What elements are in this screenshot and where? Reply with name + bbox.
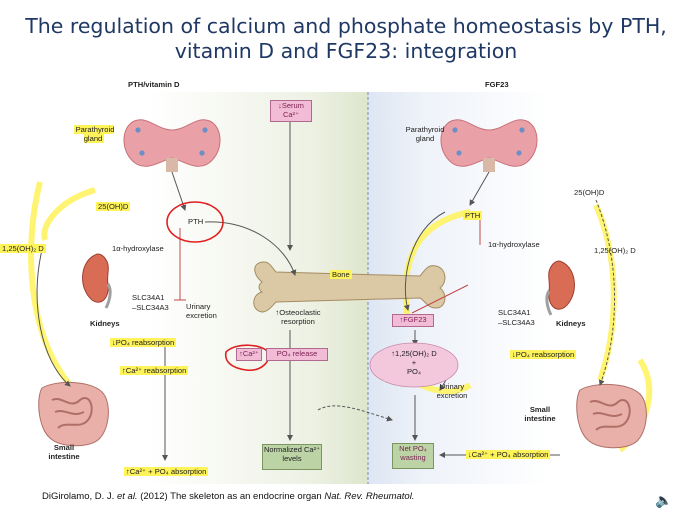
label-urinary-right: Urinary excretion	[436, 382, 468, 400]
label-125ohd-right: 1,25(OH)₂ D	[594, 246, 636, 255]
net-po4-box: Net PO₄ wasting	[392, 443, 434, 469]
label-po4-reabs-right: ↓PO₄ reabsorption	[510, 350, 577, 359]
label-absorption-right: ↓Ca²⁺ + PO₄ absorption	[466, 450, 551, 459]
label-slc-right-1: SLC34A1	[498, 308, 531, 317]
label-hydroxylase-left: 1α-hydroxylase	[112, 244, 164, 253]
title-line-1: The regulation of calcium and phosphate …	[25, 14, 667, 38]
label-pth-left: PTH	[188, 217, 204, 226]
bone-shape	[253, 261, 446, 313]
label-slc-left-2: –SLC34A3	[132, 303, 169, 312]
vit-d-box-line-3: PO₄	[406, 367, 422, 376]
panel-left-header: PTH/vitamin D	[128, 80, 180, 89]
label-small-intestine-left: Small intestine	[48, 443, 80, 461]
citation-authors: DiGirolamo, D. J.	[42, 491, 117, 502]
citation: DiGirolamo, D. J. et al. (2012) The skel…	[42, 491, 414, 502]
vit-d-oval	[369, 342, 459, 388]
label-parathyroid-right: Parathyroid gland	[405, 125, 445, 143]
small-intestine-right	[576, 383, 647, 449]
po4-release-box: PO₄ release	[266, 348, 328, 361]
label-bone: Bone	[330, 270, 352, 279]
vit-d-box-line-1: ↑1,25(OH)₂ D	[391, 349, 437, 358]
speaker-icon[interactable]: 🔈	[655, 492, 673, 508]
label-po4-reabs-left: ↓PO₄ reabsorption	[110, 338, 177, 347]
label-small-intestine-right: Small intestine	[524, 405, 556, 423]
label-urinary-left: Urinary excretion	[186, 302, 217, 320]
fgf23-box: ↑FGF23	[392, 314, 434, 327]
kidney-left	[82, 253, 112, 309]
label-125ohd-left: 1,25(OH)₂ D	[0, 244, 46, 253]
label-kidneys-left: Kidneys	[90, 319, 120, 328]
citation-journal: Nat. Rev. Rheumatol.	[324, 491, 415, 502]
label-25ohd-left: 25(OH)D	[96, 202, 131, 211]
red-annotations	[166, 201, 270, 371]
label-osteoclastic: ↑Osteoclastic resorption	[275, 308, 321, 326]
parathyroid-gland-right	[440, 119, 538, 172]
label-absorption-left: ↑Ca²⁺ + PO₄ absorption	[124, 467, 209, 476]
serum-ca-box: ↓Serum Ca²⁺	[270, 100, 312, 122]
parathyroid-gland-left	[123, 119, 221, 172]
label-slc-left-1: SLC34A1	[132, 293, 165, 302]
label-hydroxylase-right: 1α-hydroxylase	[488, 240, 540, 249]
slide-title: The regulation of calcium and phosphate …	[0, 14, 692, 64]
small-intestine-left	[38, 381, 109, 447]
ca-up-box: ↑Ca²⁺	[236, 348, 262, 361]
label-kidneys-right: Kidneys	[556, 319, 586, 328]
citation-middle: (2012) The skeleton as an endocrine orga…	[137, 491, 325, 502]
label-pth-right: PTH	[463, 211, 483, 220]
title-line-2: vitamin D and FGF23: integration	[174, 39, 518, 63]
kidney-right	[545, 260, 575, 316]
panel-right-header: FGF23	[485, 80, 509, 89]
label-25ohd-right: 25(OH)D	[574, 188, 605, 197]
label-slc-right-2: –SLC34A3	[498, 318, 535, 327]
label-vit-d-box: ↑1,25(OH)₂ D + PO₄	[380, 349, 448, 376]
label-ca-reabs: ↑Ca²⁺ reabsorption	[120, 366, 189, 375]
normalized-ca-box: Normalized Ca²⁺ levels	[262, 444, 322, 470]
vit-d-box-line-2: +	[411, 358, 417, 367]
label-parathyroid-left: Parathyroid gland	[73, 125, 115, 143]
citation-etal: et al.	[116, 491, 138, 502]
